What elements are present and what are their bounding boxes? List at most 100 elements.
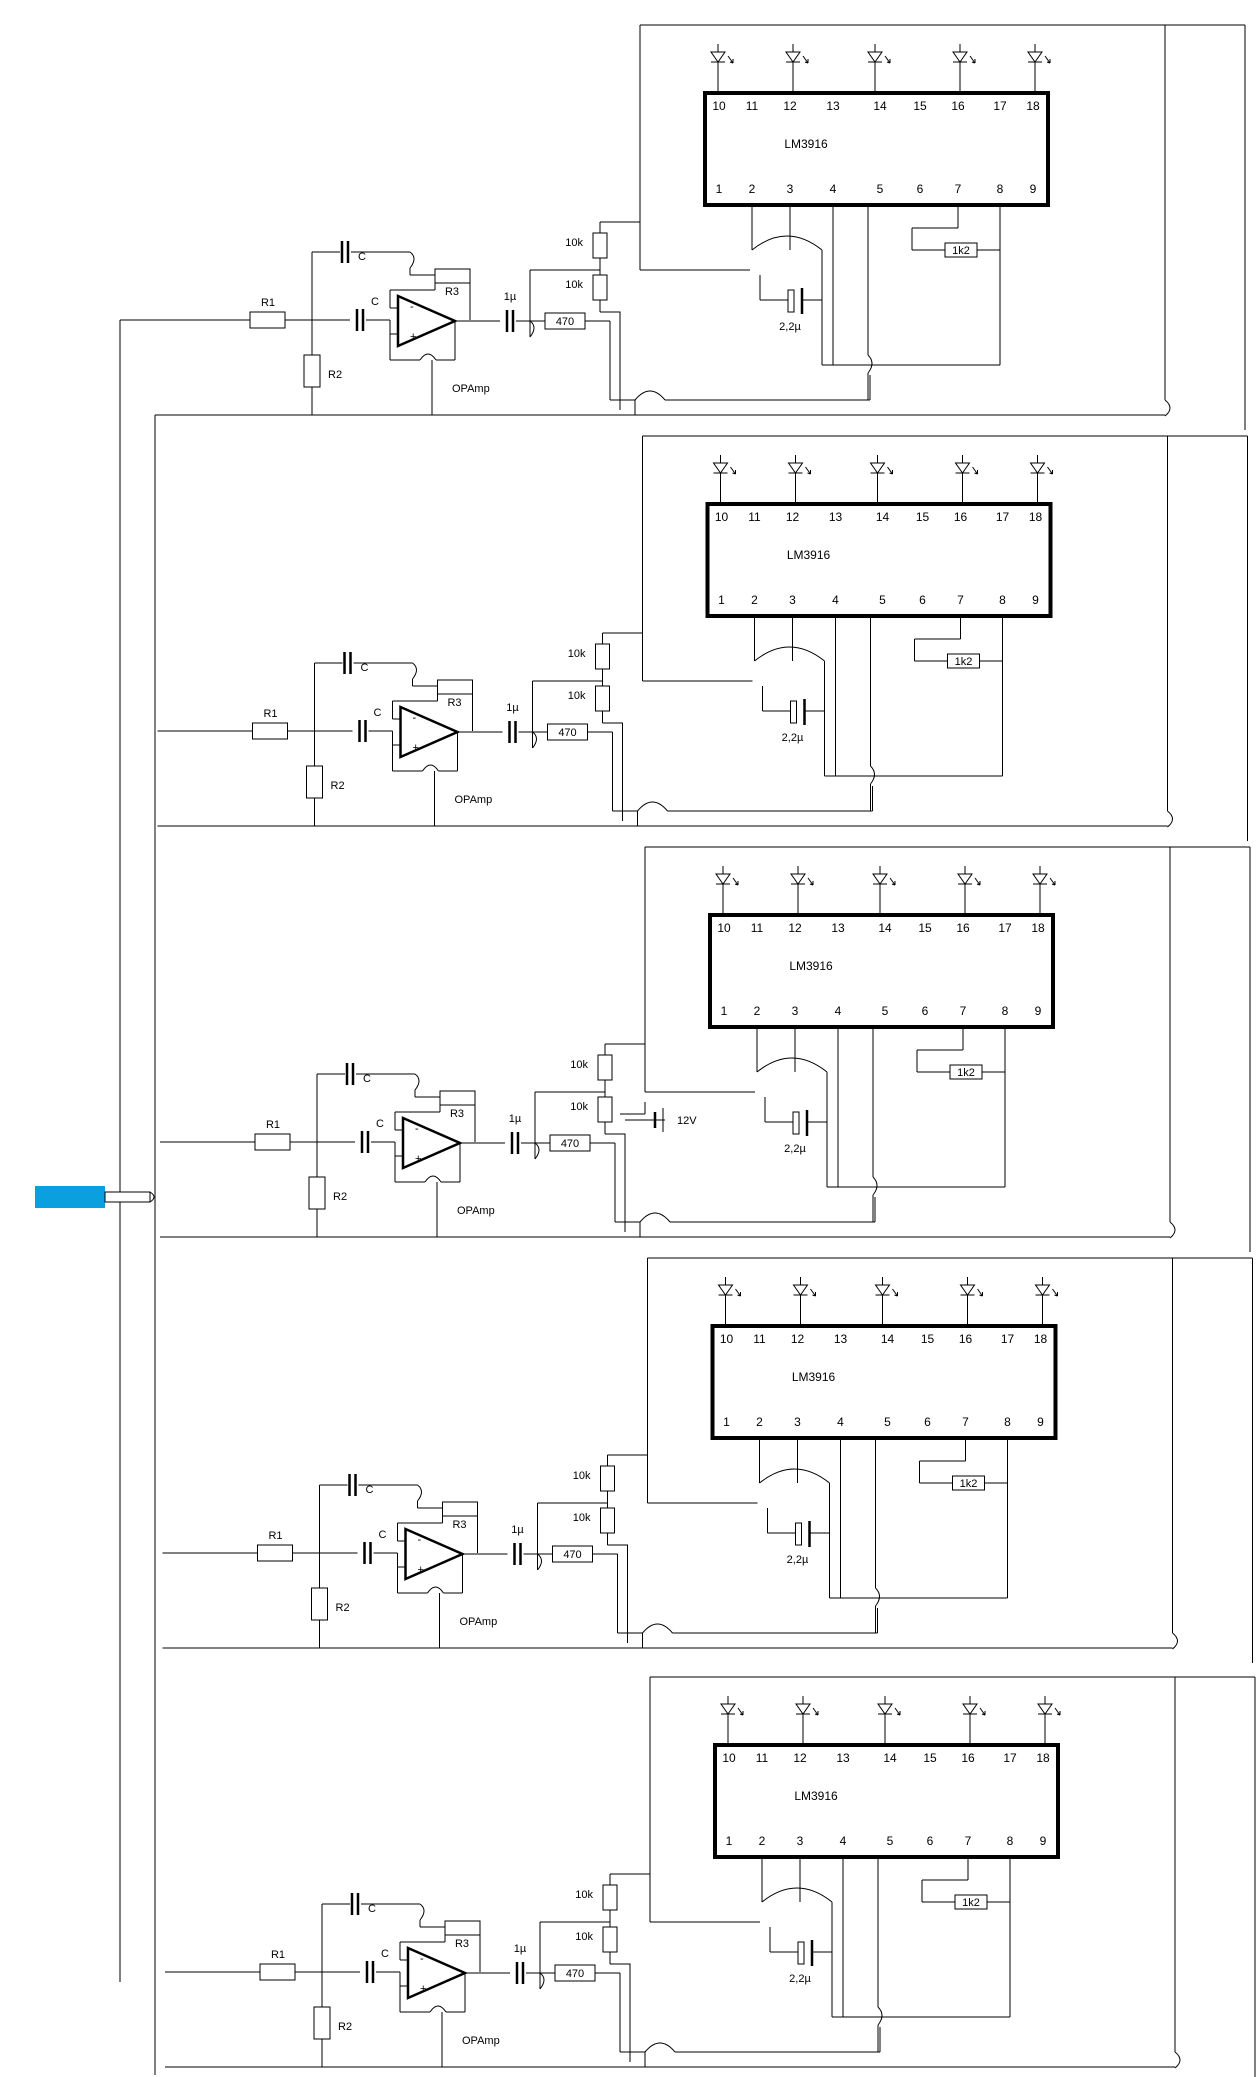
wire-crossover	[751, 235, 823, 251]
led-diode-body	[1034, 1284, 1051, 1296]
opamp-plus-label: +	[410, 331, 416, 343]
led-diode-body	[790, 873, 806, 885]
resistor-1k2-label: 1k2	[955, 656, 973, 668]
wire-crossover	[414, 1073, 420, 1091]
ic-pin-top: 16	[956, 921, 970, 935]
led-diode-body	[712, 462, 729, 474]
wire-crossover	[419, 1903, 425, 1921]
ic-pin-bottom: 9	[1032, 593, 1039, 607]
opamp-minus-label: -	[410, 301, 414, 313]
ic-pin-top: 18	[1026, 99, 1040, 113]
resistor-10k-bottom	[592, 274, 608, 301]
opamp-plus-label: +	[415, 1153, 421, 1165]
ic-pin-bottom: 2	[756, 1415, 763, 1429]
resistor-10k-top-label: 10k	[568, 648, 586, 660]
ic-pin-top: 17	[1003, 1751, 1017, 1765]
ic-pin-bottom: 9	[1040, 1834, 1047, 1848]
c-feedback-label: C	[368, 1903, 376, 1915]
led-icon	[792, 1277, 816, 1303]
led-diode-body	[954, 462, 971, 474]
wire-crossover	[761, 1887, 833, 1903]
led-diode-body	[710, 51, 726, 63]
led-icon	[869, 455, 893, 481]
c-feedback-label: C	[361, 662, 369, 674]
led-diode-body	[787, 462, 804, 474]
wire-crossover	[1174, 2051, 1181, 2069]
ic-pin-bottom: 8	[997, 182, 1004, 196]
audio-jack-plug	[104, 1191, 151, 1203]
ic-pin-top: 17	[996, 510, 1010, 524]
opamp-label: OPAmp	[452, 383, 490, 395]
opamp-icon	[401, 1116, 464, 1170]
resistor-r3	[444, 1920, 481, 1936]
r1-label: R1	[261, 297, 275, 309]
wire	[884, 55, 891, 64]
ic-pin-top: 18	[1029, 510, 1043, 524]
input-bus	[35, 319, 156, 2075]
led-diode-body	[867, 51, 883, 63]
ic-pin-top: 16	[961, 1751, 975, 1765]
ic-pin-bottom: 1	[716, 182, 723, 196]
ic-pin-bottom: 5	[877, 182, 884, 196]
ic-pin-top: 12	[788, 921, 802, 935]
resistor-470-label: 470	[566, 1968, 584, 1980]
opamp-label: OPAmp	[455, 794, 493, 806]
wire	[892, 1288, 898, 1297]
led-icon	[1034, 1277, 1058, 1303]
coupling-cap-label: 1µ	[504, 291, 517, 303]
ic-pin-top: 14	[878, 921, 892, 935]
ic-pin-top: 11	[746, 99, 759, 113]
opamp-minus-label: -	[415, 1123, 419, 1135]
led-icon	[712, 455, 736, 481]
led-diode-body	[785, 51, 801, 63]
ic-pin-top: 13	[836, 1751, 850, 1765]
ic-pin-top: 12	[791, 1332, 805, 1346]
ic-pin-top: 13	[834, 1332, 848, 1346]
led-icon	[872, 866, 896, 892]
led-icon	[1032, 866, 1056, 892]
wire-crossover	[644, 2042, 676, 2053]
capacitor-1u	[505, 310, 515, 332]
c-series-label: C	[381, 1948, 389, 1960]
ic-pin-bottom: 9	[1030, 182, 1037, 196]
c-series-label: C	[379, 1529, 387, 1541]
wire	[805, 466, 811, 475]
coupling-cap-label: 1µ	[511, 1524, 524, 1536]
ic-pin-bottom: 9	[1035, 1004, 1042, 1018]
wire	[1049, 877, 1056, 886]
capacitor-1u	[510, 1132, 520, 1154]
audio-jack-tip	[149, 1191, 155, 1203]
resistor-10k-top	[595, 643, 610, 670]
capacitor-c-series	[355, 309, 365, 331]
ic-pin-bottom: 9	[1037, 1415, 1044, 1429]
ic-pin-bottom: 5	[887, 1834, 894, 1848]
opamp-label: OPAmp	[460, 1616, 498, 1628]
led-icon	[1037, 1696, 1061, 1722]
resistor-10k-bottom-label: 10k	[568, 690, 586, 702]
wire-crossover	[422, 764, 439, 772]
led-diode-body	[869, 462, 886, 474]
led-icon	[1027, 44, 1051, 70]
capacitor-c-feedback	[348, 1474, 357, 1496]
resistor-10k-top-label: 10k	[575, 1889, 593, 1901]
led-icon	[957, 866, 981, 892]
resistor-470-label: 470	[558, 727, 576, 739]
capacitor-c-feedback	[345, 1063, 355, 1085]
c-feedback-label: C	[363, 1073, 371, 1085]
electrolytic-cap	[797, 1941, 805, 1965]
led-icon	[962, 1696, 986, 1722]
led-diode-body	[959, 1284, 976, 1296]
ic-pin-top: 10	[720, 1332, 734, 1346]
wire-crossover	[642, 1623, 673, 1634]
wire-crossover	[537, 1553, 542, 1571]
resistor-10k-top	[602, 1884, 618, 1911]
led-diode-body	[795, 1703, 811, 1715]
wire	[727, 55, 734, 64]
led-diode-body	[1027, 51, 1043, 63]
led-diode-body	[717, 1284, 734, 1296]
ic-pin-top: 12	[783, 99, 797, 113]
led-icon	[1029, 455, 1053, 481]
ic-pin-top: 10	[717, 921, 731, 935]
